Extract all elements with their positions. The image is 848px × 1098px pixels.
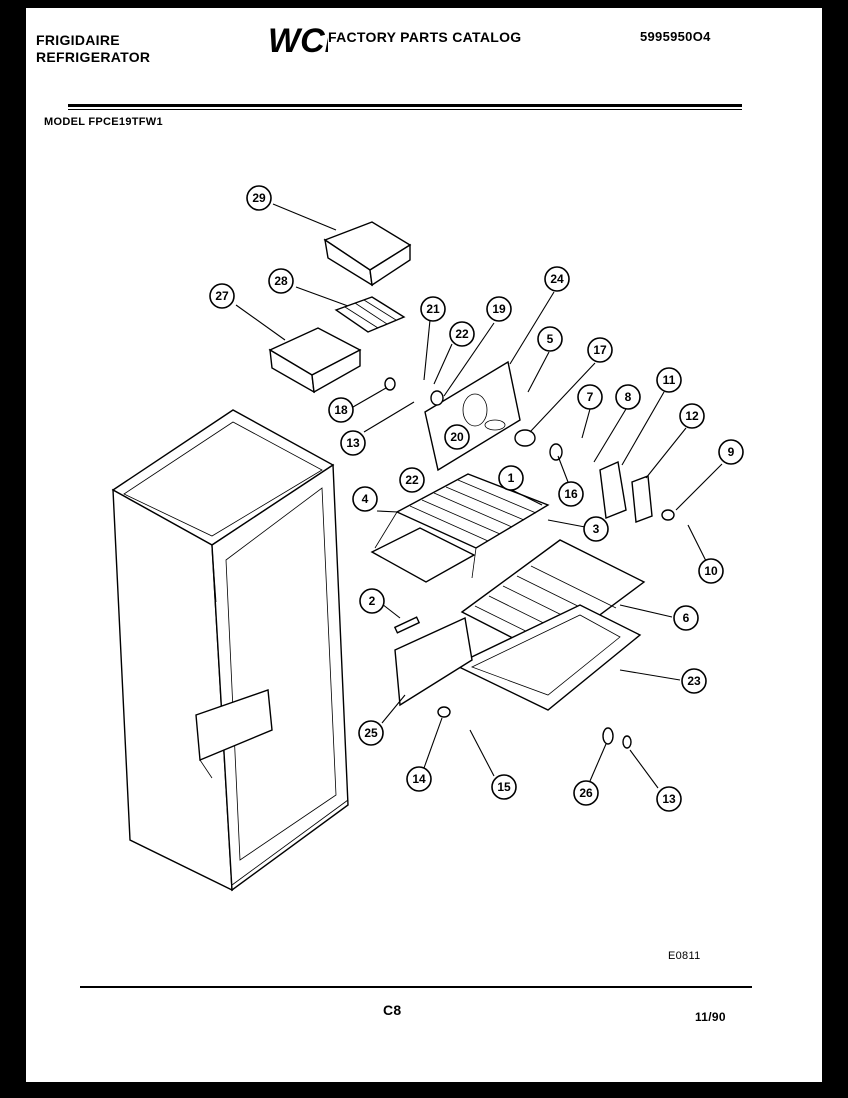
callout-8: 8 xyxy=(615,384,641,410)
cabinet xyxy=(111,409,349,892)
callout-13: 13 xyxy=(340,430,366,456)
callout-10: 10 xyxy=(698,558,724,584)
callout-13b: 13 xyxy=(656,786,682,812)
svg-text:4: 4 xyxy=(362,492,369,506)
part-27-tray xyxy=(268,327,362,394)
part-13-screw xyxy=(622,735,632,749)
svg-text:3: 3 xyxy=(593,522,600,536)
part-11-housing xyxy=(599,460,627,519)
svg-text:25: 25 xyxy=(364,726,378,740)
header-rule xyxy=(68,104,742,107)
catalog-date: 11/90 xyxy=(695,1010,726,1024)
svg-text:24: 24 xyxy=(550,272,564,286)
callout-27: 27 xyxy=(209,283,235,309)
part-26-bumper xyxy=(602,727,614,745)
svg-text:13: 13 xyxy=(662,792,676,806)
svg-text:10: 10 xyxy=(704,564,718,578)
callout-6: 6 xyxy=(673,605,699,631)
callout-23: 23 xyxy=(681,668,707,694)
callout-28: 28 xyxy=(268,268,294,294)
svg-text:8: 8 xyxy=(625,390,632,404)
svg-text:16: 16 xyxy=(564,487,578,501)
svg-text:18: 18 xyxy=(334,403,348,417)
svg-text:20: 20 xyxy=(450,430,464,444)
callout-9: 9 xyxy=(718,439,744,465)
part-29-shelf xyxy=(323,221,412,287)
callout-25: 25 xyxy=(358,720,384,746)
part-19-bulb xyxy=(430,390,444,406)
part-14-clip xyxy=(437,706,451,718)
callout-22b: 22 xyxy=(399,467,425,493)
callout-17: 17 xyxy=(587,337,613,363)
catalog-title: FACTORY PARTS CATALOG xyxy=(328,29,522,45)
callout-26: 26 xyxy=(573,780,599,806)
diagram-code: E0811 xyxy=(668,950,701,962)
catalog-number: 5995950O4 xyxy=(640,29,711,44)
svg-text:22: 22 xyxy=(405,473,419,487)
product-type: REFRIGERATOR xyxy=(36,49,151,65)
svg-text:6: 6 xyxy=(683,611,690,625)
part-23-tray xyxy=(453,604,642,711)
model-label: MODEL FPCE19TFW1 xyxy=(44,116,163,128)
callout-12: 12 xyxy=(679,403,705,429)
part-2-pin xyxy=(393,616,421,634)
part-25-trim xyxy=(394,616,473,707)
logo-text: WCI xyxy=(268,22,328,58)
svg-text:13: 13 xyxy=(346,436,360,450)
part-16-terminal xyxy=(549,443,563,461)
svg-text:21: 21 xyxy=(426,302,440,316)
svg-text:29: 29 xyxy=(252,191,266,205)
callout-7: 7 xyxy=(577,384,603,410)
svg-text:17: 17 xyxy=(593,343,607,357)
svg-text:28: 28 xyxy=(274,274,288,288)
callout-11: 11 xyxy=(656,367,682,393)
callout-29: 29 xyxy=(246,185,272,211)
brand-name: FRIGIDAIRE xyxy=(36,32,120,48)
svg-text:7: 7 xyxy=(587,390,594,404)
callout-1: 1 xyxy=(498,465,524,491)
callout-16: 16 xyxy=(558,481,584,507)
callout-19: 19 xyxy=(486,296,512,322)
svg-text:12: 12 xyxy=(685,409,699,423)
svg-text:9: 9 xyxy=(728,445,735,459)
callout-22: 22 xyxy=(449,321,475,347)
svg-text:15: 15 xyxy=(497,780,511,794)
svg-text:1: 1 xyxy=(508,471,515,485)
svg-text:2: 2 xyxy=(369,594,376,608)
svg-text:14: 14 xyxy=(412,772,426,786)
svg-text:27: 27 xyxy=(215,289,229,303)
part-9-socket xyxy=(661,509,675,521)
svg-text:5: 5 xyxy=(547,332,554,346)
callout-3: 3 xyxy=(583,516,609,542)
part-4-evaporator xyxy=(370,473,550,583)
header-rule-thin xyxy=(68,109,742,110)
wci-logo: WCI xyxy=(268,22,328,58)
page-code: C8 xyxy=(383,1002,402,1018)
callout-21: 21 xyxy=(420,296,446,322)
callout-15: 15 xyxy=(491,774,517,800)
part-28-grille xyxy=(334,296,406,333)
leader-lines xyxy=(235,203,723,789)
callout-4: 4 xyxy=(352,486,378,512)
part-24-panel xyxy=(424,360,521,472)
svg-text:23: 23 xyxy=(687,674,701,688)
callout-2: 2 xyxy=(359,588,385,614)
callout-14: 14 xyxy=(406,766,432,792)
svg-text:22: 22 xyxy=(455,327,469,341)
svg-text:19: 19 xyxy=(492,302,506,316)
part-18-bracket xyxy=(384,377,396,391)
callout-24: 24 xyxy=(544,266,570,292)
part-12-cover xyxy=(631,475,653,523)
footer-rule xyxy=(80,986,752,988)
svg-text:26: 26 xyxy=(579,786,593,800)
part-17-timer xyxy=(514,429,536,447)
svg-text:11: 11 xyxy=(663,373,676,387)
callout-5: 5 xyxy=(537,326,563,352)
callout-20: 20 xyxy=(444,424,470,450)
callout-18: 18 xyxy=(328,397,354,423)
